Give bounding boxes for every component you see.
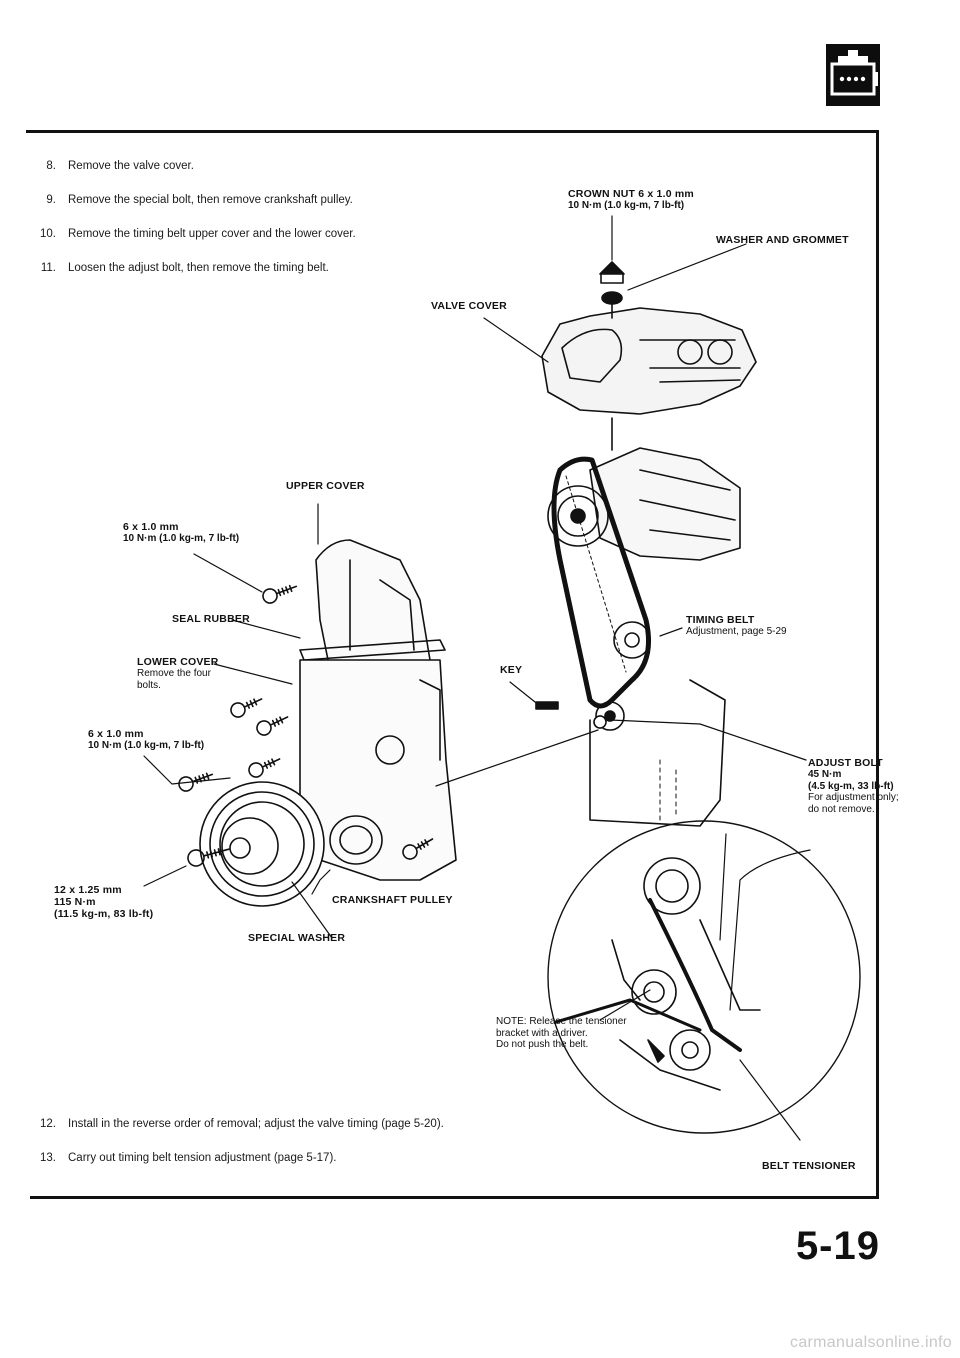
washer-grommet-label: WASHER AND GROMMET — [716, 234, 849, 246]
tensioner-pulley — [613, 621, 651, 659]
adjust-bolt-callout: ADJUST BOLT 45 N·m (4.5 kg-m, 33 lb-ft) … — [808, 757, 899, 815]
top-rule — [26, 130, 878, 133]
upper-bolt-callout: 6 x 1.0 mm 10 N·m (1.0 kg-m, 7 lb-ft) — [123, 521, 240, 544]
key-label: KEY — [500, 664, 523, 676]
adjust-bolt-icon — [593, 715, 607, 729]
valve-cover-label: VALVE COVER — [431, 300, 507, 312]
lower-cover-callout: LOWER COVER Remove the four bolts. — [137, 656, 219, 691]
bottom-rule — [30, 1196, 879, 1199]
seal-rubber-label: SEAL RUBBER — [172, 613, 250, 625]
lower-bolt-icon-5 — [402, 838, 434, 860]
step-8: 8.Remove the valve cover. — [46, 160, 194, 172]
leader-lines — [143, 215, 811, 1141]
crankshaft-pulley-label: CRANKSHAFT PULLEY — [332, 894, 453, 906]
valve-cover-illustration — [541, 307, 757, 415]
engine-icon — [830, 50, 878, 96]
key-illustration — [535, 701, 559, 710]
step-13: 13.Carry out timing belt tension adjustm… — [40, 1152, 337, 1164]
lower-bolt-icon-2 — [256, 716, 289, 736]
cam-pulley — [547, 485, 609, 547]
lower-bolt-icon-1 — [230, 698, 263, 718]
lower-bolt-icon-3 — [248, 758, 281, 778]
tensioner-note: NOTE: Release the tensioner bracket with… — [496, 1016, 627, 1050]
crankshaft-pulley-illustration — [199, 781, 325, 907]
engine-block-illustration — [589, 679, 726, 827]
right-rule — [876, 130, 879, 1198]
step-10: 10.Remove the timing belt upper cover an… — [40, 228, 356, 240]
upper-bolt-icon — [262, 584, 298, 604]
watermark-text: carmanualsonline.info — [790, 1334, 952, 1351]
page-number: 5-19 — [795, 1224, 880, 1268]
step-12: 12.Install in the reverse order of remov… — [40, 1118, 444, 1130]
tensioner-detail-inset — [547, 820, 861, 1134]
cylinder-head-illustration — [589, 417, 741, 561]
special-bolt-callout: 12 x 1.25 mm 115 N·m (11.5 kg-m, 83 lb-f… — [54, 884, 154, 920]
bolt-icons — [178, 584, 607, 867]
special-bolt-icon — [187, 848, 230, 867]
engine-section-icon — [826, 44, 880, 106]
upper-cover-label: UPPER COVER — [286, 480, 365, 492]
belt-tensioner-label: BELT TENSIONER — [762, 1160, 856, 1172]
seal-rubber-illustration — [299, 639, 446, 661]
timing-belt-illustration — [551, 456, 651, 709]
special-washer-label: SPECIAL WASHER — [248, 932, 346, 944]
lower-bolt-callout: 6 x 1.0 mm 10 N·m (1.0 kg-m, 7 lb-ft) — [88, 728, 205, 751]
timing-belt-callout: TIMING BELT Adjustment, page 5-29 — [686, 614, 787, 637]
step-11: 11.Loosen the adjust bolt, then remove t… — [40, 262, 329, 274]
crown-nut-callout: CROWN NUT 6 x 1.0 mm 10 N·m (1.0 kg-m, 7… — [568, 188, 694, 211]
crown-nut-illustration — [599, 261, 625, 319]
step-9: 9.Remove the special bolt, then remove c… — [46, 194, 353, 206]
